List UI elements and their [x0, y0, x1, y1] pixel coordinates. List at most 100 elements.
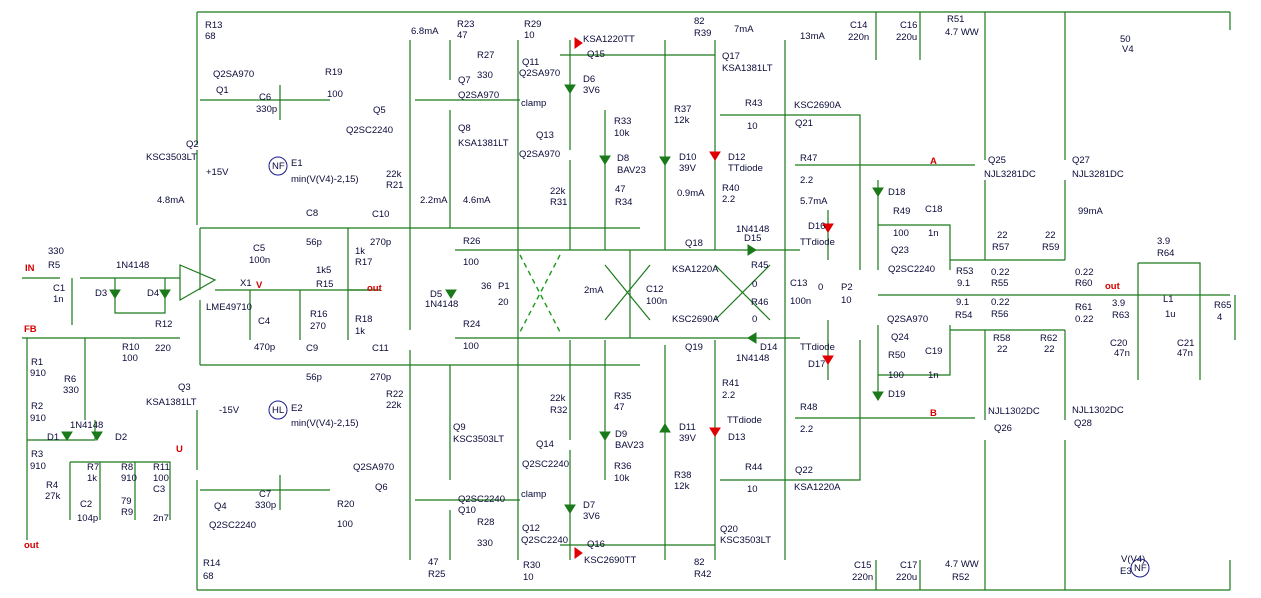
component-label: R43 [745, 98, 762, 109]
component-label: 47 [615, 184, 626, 195]
component-label: Q15 [587, 49, 605, 60]
component-label: V(V4) [1121, 554, 1145, 565]
component-label: R13 [205, 20, 222, 31]
component-label: Q2SA970 [519, 68, 560, 79]
component-label: 220u [896, 32, 917, 43]
component-label: C12 [646, 284, 663, 295]
component-label: 270p [370, 372, 391, 383]
component-label: 82 [694, 16, 705, 27]
component-label: E3 [1120, 566, 1132, 577]
voltage-source-e3 [1130, 558, 1150, 578]
component-label: Q11 [522, 57, 539, 68]
component-label: 4.7 WW [945, 559, 979, 570]
controlled-sources: NF HL NF [268, 156, 1150, 578]
component-label: R51 [947, 14, 964, 25]
component-label: R25 [428, 569, 445, 580]
component-label: 1N4148 [736, 353, 769, 364]
component-label: 330p [255, 500, 276, 511]
component-label: R8 [121, 462, 133, 473]
component-label: 220u [896, 572, 917, 583]
component-label: KSA1381LT [146, 397, 197, 408]
component-label: 1N4148 [70, 420, 103, 431]
component-label: C6 [259, 92, 271, 103]
component-label: R32 [550, 405, 567, 416]
component-label: D1 [47, 432, 59, 443]
component-label: R30 [523, 560, 540, 571]
component-label: 10 [524, 30, 535, 41]
component-label: 0.22 [991, 267, 1010, 278]
component-label: 220n [852, 572, 873, 583]
component-label: C21 [1177, 338, 1194, 349]
component-label: C2 [80, 499, 92, 510]
component-label: R7 [87, 462, 99, 473]
component-label: Q13 [536, 130, 554, 141]
component-label: 0 [752, 314, 757, 325]
component-label: Q24 [891, 332, 909, 343]
component-label: 220n [848, 32, 869, 43]
component-label: Q1 [216, 85, 229, 96]
component-label: D16 [808, 221, 825, 232]
component-label: KSC2690A [672, 314, 720, 325]
component-label: Q4 [214, 501, 227, 512]
component-label: 330 [63, 385, 79, 396]
component-label: 47n [1114, 348, 1130, 359]
component-label: 82 [694, 557, 705, 568]
component-label: R19 [325, 67, 342, 78]
component-label: 9.1 [956, 297, 969, 308]
component-label: TTdiode [800, 237, 835, 248]
component-label: R2 [31, 401, 43, 412]
component-label: R38 [674, 470, 691, 481]
component-label: C3 [153, 484, 165, 495]
component-label: C14 [850, 20, 867, 31]
component-label: 1N4148 [116, 260, 149, 271]
component-label: 10 [841, 295, 852, 306]
component-label: R27 [477, 50, 494, 61]
component-label: 1N4148 [736, 224, 769, 235]
component-label: R5 [48, 260, 60, 271]
component-label: Q6 [375, 482, 388, 493]
component-label: 0 [818, 282, 823, 293]
component-label: Q17 [722, 51, 740, 62]
component-label: 1k [355, 326, 365, 337]
component-label: Q22 [795, 465, 813, 476]
component-label: D18 [888, 187, 905, 198]
component-label: clamp [521, 489, 546, 500]
component-label: KSC3503LT [720, 535, 771, 546]
component-label: 12k [674, 115, 690, 126]
component-label: -15V [219, 405, 240, 416]
component-label: 50 [1120, 34, 1131, 45]
component-label: 4.7 WW [945, 27, 979, 38]
component-label: R4 [46, 480, 58, 491]
component-label: 56p [306, 372, 322, 383]
component-label: R26 [463, 236, 480, 247]
component-label: 22k [550, 393, 566, 404]
component-label: 68 [205, 31, 216, 42]
component-label: Q5 [373, 105, 386, 116]
component-label: 470p [254, 342, 275, 353]
component-label: 3V6 [583, 85, 600, 96]
component-label: TTdiode [727, 415, 762, 426]
net-label: V [256, 280, 263, 291]
component-label: Q9 [453, 422, 466, 433]
component-label: R45 [751, 260, 768, 271]
component-label: 330 [477, 538, 493, 549]
component-label: 100 [893, 228, 909, 239]
component-label: R48 [800, 402, 817, 413]
component-label: Q3 [178, 382, 191, 393]
component-label: KSA1220A [794, 482, 841, 493]
component-label: 99mA [1078, 206, 1103, 217]
component-label: 79 [121, 496, 132, 507]
component-label: Q2SC2240 [888, 264, 935, 275]
component-label: 39V [679, 433, 697, 444]
component-label: P2 [841, 282, 853, 293]
component-label: BAV23 [617, 165, 646, 176]
component-label: R16 [310, 309, 327, 320]
component-label: 2.2 [722, 390, 735, 401]
component-label: C16 [900, 20, 917, 31]
component-label: 2.2 [722, 194, 735, 205]
component-label: R17 [355, 257, 372, 268]
component-label: Q8 [458, 123, 471, 134]
component-label: KSC3503LT [146, 152, 197, 163]
component-label: R52 [952, 572, 969, 583]
component-label: 22 [1045, 230, 1056, 241]
